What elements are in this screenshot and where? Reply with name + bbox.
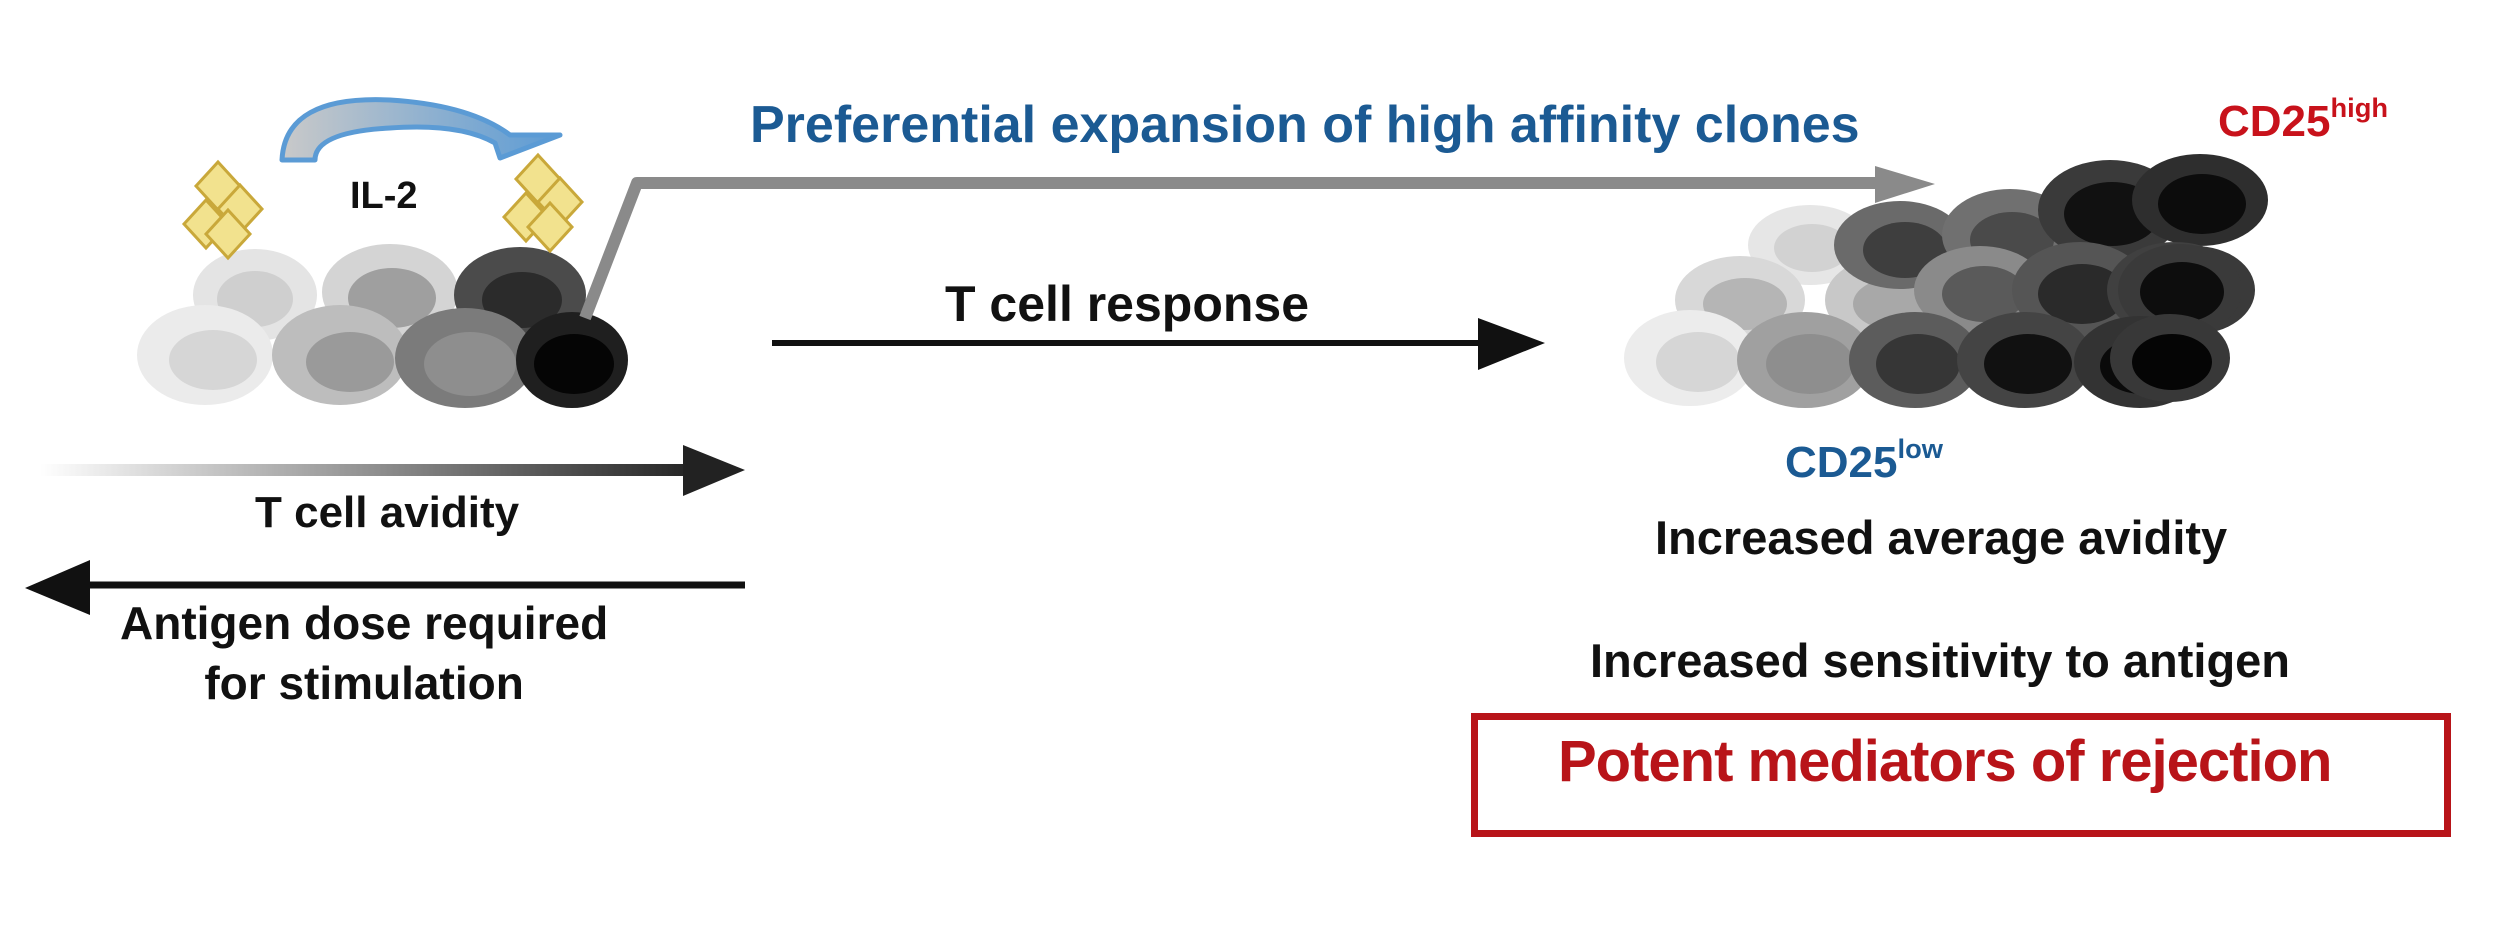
avidity-arrow-head: [683, 445, 745, 496]
cd25-low-superscript: low: [1897, 432, 1943, 464]
avidity-arrow: [40, 464, 700, 476]
t-cell: [395, 308, 535, 408]
il2-label: IL-2: [350, 175, 418, 217]
t-cell: [1914, 246, 2046, 334]
t-cell: [2110, 314, 2230, 402]
diamond-cluster-icon: [501, 152, 585, 254]
tcell-avidity-label: T cell avidity: [255, 488, 520, 537]
t-cell: [272, 305, 408, 405]
t-cell: [1957, 312, 2093, 408]
t-cell: [516, 312, 628, 408]
t-cell: [137, 305, 273, 405]
t-cell: [1849, 312, 1981, 408]
cd25-high-superscript: high: [2330, 91, 2389, 123]
right-cell-cluster: [1624, 154, 2268, 408]
increased-avidity-label: Increased average avidity: [1655, 511, 2228, 564]
increased-sensitivity-label: Increased sensitivity to antigen: [1590, 634, 2290, 687]
antigen-dose-label: Antigen dose required for stimulation: [120, 597, 609, 709]
t-cell: [1624, 310, 1756, 406]
expansion-arrow: [579, 177, 1880, 321]
left-cell-cluster: [137, 244, 628, 408]
t-cell: [1737, 312, 1873, 408]
expansion-title: Preferential expansion of high affinity …: [750, 96, 1860, 154]
t-cell: [2132, 154, 2268, 246]
cd25-low-label: CD25low: [1785, 433, 1943, 488]
cd25-high-label: CD25high: [2218, 92, 2388, 147]
t-cell: [2012, 242, 2148, 338]
response-arrow-head: [1478, 318, 1545, 370]
cd25-low-base: CD25: [1785, 438, 1898, 487]
antigen-dose-arrow-head: [25, 560, 90, 615]
tcell-response-label: T cell response: [945, 276, 1310, 332]
expansion-arrow-head: [1875, 166, 1935, 203]
t-cell: [2118, 244, 2242, 336]
potent-mediators-label: Potent mediators of rejection: [1558, 729, 2332, 794]
potent-mediators-box: [1471, 713, 2451, 837]
diamond-cluster-icon: [181, 159, 265, 261]
cd25-high-base: CD25: [2218, 97, 2331, 146]
curved-arrow-icon: [279, 97, 563, 163]
